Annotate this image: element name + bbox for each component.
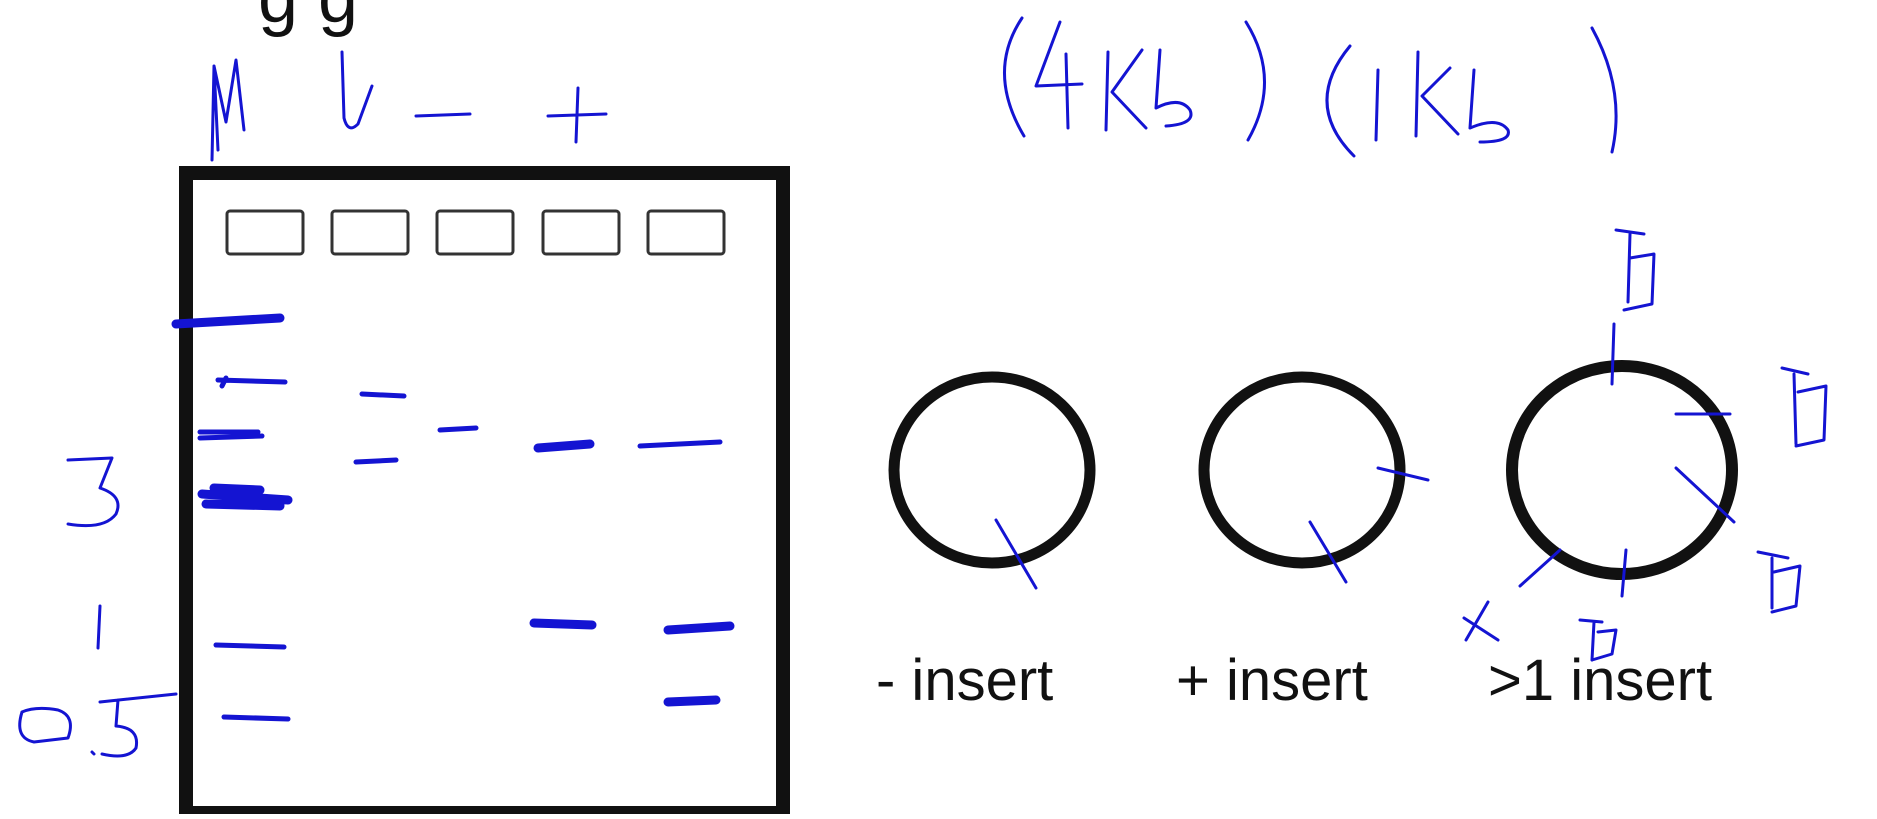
gel-frame xyxy=(179,166,790,819)
top-annotation-handwritten xyxy=(1003,16,1618,158)
paren-open-1 xyxy=(1003,16,1026,138)
cut-label-right xyxy=(1780,366,1828,448)
cut-label-x xyxy=(1462,600,1500,642)
band-marker-2 xyxy=(215,375,288,389)
plasmid-circle-1 xyxy=(888,371,1096,569)
hw-k-1 xyxy=(1104,48,1148,132)
band-minus-1 xyxy=(437,425,479,433)
band-lane5-1 xyxy=(637,439,723,449)
lane-labels-handwritten xyxy=(210,50,608,162)
cut-mark-2 xyxy=(1308,520,1348,584)
hw-k-2 xyxy=(1414,50,1460,138)
cut-label-top xyxy=(1614,228,1656,312)
band-vector-2 xyxy=(353,457,399,465)
band-plus-1 xyxy=(533,439,595,453)
band-lane5-2 xyxy=(663,621,735,635)
cut-mark-x xyxy=(1518,548,1562,588)
band-marker-6 xyxy=(221,714,291,722)
well-1 xyxy=(225,209,305,256)
band-lane5-3 xyxy=(663,695,721,707)
cut-mark-lower-right xyxy=(1674,466,1736,524)
lane-label-m xyxy=(210,58,246,162)
hw-b-2 xyxy=(1468,68,1510,144)
band-vector-1 xyxy=(359,391,407,399)
plasmid-circle-2 xyxy=(1198,371,1406,569)
hw-b-1 xyxy=(1154,48,1193,128)
size-marker-dot xyxy=(90,750,96,756)
plasmid-circle-3 xyxy=(1506,360,1738,580)
caption-no-insert: - insert xyxy=(876,648,1054,713)
paren-close-2 xyxy=(1590,26,1618,154)
lane-label-plus xyxy=(546,86,608,144)
gel xyxy=(171,166,790,819)
plasmid-one-insert xyxy=(1198,371,1430,584)
cut-label-bottom xyxy=(1578,618,1618,662)
gel-wells xyxy=(225,209,726,256)
well-2 xyxy=(330,209,410,256)
size-marker-3 xyxy=(66,456,120,528)
hw-1 xyxy=(1374,68,1380,142)
well-5 xyxy=(646,209,726,256)
caption-multi-insert: >1 insert xyxy=(1488,648,1713,713)
size-marker-1 xyxy=(96,604,102,650)
paren-close-1 xyxy=(1244,20,1266,142)
gel-bands xyxy=(171,313,735,722)
band-plus-2 xyxy=(529,618,597,630)
well-3 xyxy=(435,209,515,256)
caption-one-insert: + insert xyxy=(1176,648,1368,713)
paren-open-2 xyxy=(1325,44,1356,158)
band-marker-4 xyxy=(197,483,293,511)
band-marker-5 xyxy=(213,642,287,650)
plasmid-multi-insert xyxy=(1462,228,1828,662)
band-marker-3 xyxy=(197,429,265,441)
lane-label-minus xyxy=(414,112,472,118)
plasmid-no-insert xyxy=(888,371,1096,590)
cut-mark-1 xyxy=(994,518,1038,590)
hw-4 xyxy=(1034,20,1084,130)
size-marker-0 xyxy=(18,706,72,744)
cut-mark-top xyxy=(1610,322,1616,386)
cut-mark-3 xyxy=(1376,466,1430,482)
size-markers-handwritten xyxy=(18,456,178,758)
cut-label-lower-right xyxy=(1756,550,1802,614)
lane-label-v xyxy=(340,50,374,130)
title-fragment: g g xyxy=(258,0,358,34)
cut-mark-bottom xyxy=(1620,548,1628,598)
size-marker-5 xyxy=(98,692,178,758)
well-4 xyxy=(541,209,621,256)
band-marker-1 xyxy=(171,313,285,329)
